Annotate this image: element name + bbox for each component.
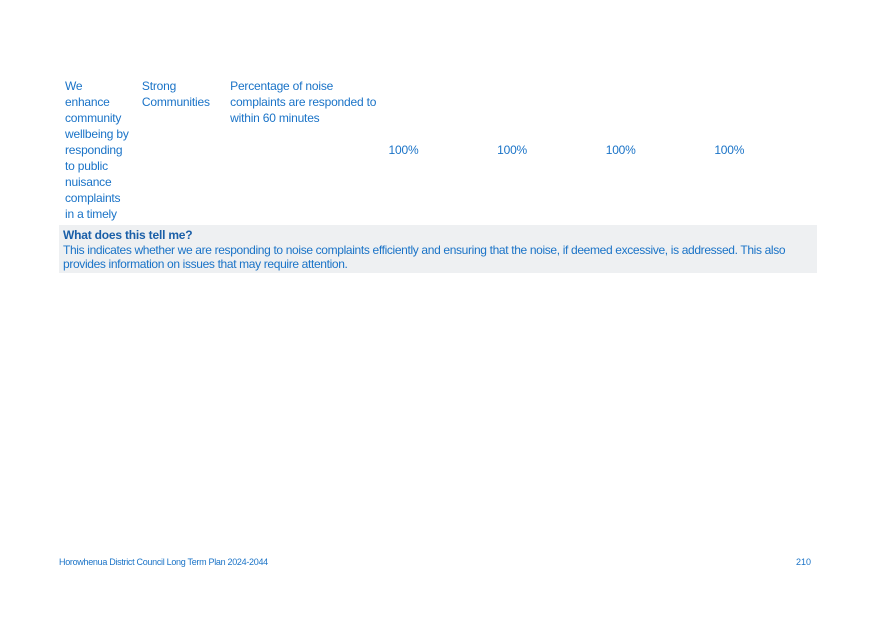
target-year-2-cell: 100% bbox=[497, 143, 528, 157]
tell-body: This indicates whether we are responding… bbox=[63, 243, 786, 271]
tell-heading: What does this tell me? bbox=[63, 228, 193, 242]
target-year-4-10-cell: 100% bbox=[714, 143, 745, 157]
target-year-3-cell: 100% bbox=[605, 143, 636, 157]
footer-page-number: 210 bbox=[795, 557, 811, 567]
what-does-this-tell-me-box: What does this tell me? This indicates w… bbox=[59, 225, 817, 273]
performance-measure-table: We enhance community wellbeing by respon… bbox=[59, 78, 817, 238]
outcome-cell: We enhance community wellbeing by respon… bbox=[65, 79, 129, 237]
table-row: We enhance community wellbeing by respon… bbox=[59, 78, 817, 238]
wellbeing-cell: Strong Communities bbox=[141, 79, 210, 109]
target-year-1-cell: 100% bbox=[388, 143, 419, 157]
measure-description-cell: Percentage of noise complaints are respo… bbox=[230, 79, 377, 125]
footer-document-title: Horowhenua District Council Long Term Pl… bbox=[59, 557, 268, 567]
